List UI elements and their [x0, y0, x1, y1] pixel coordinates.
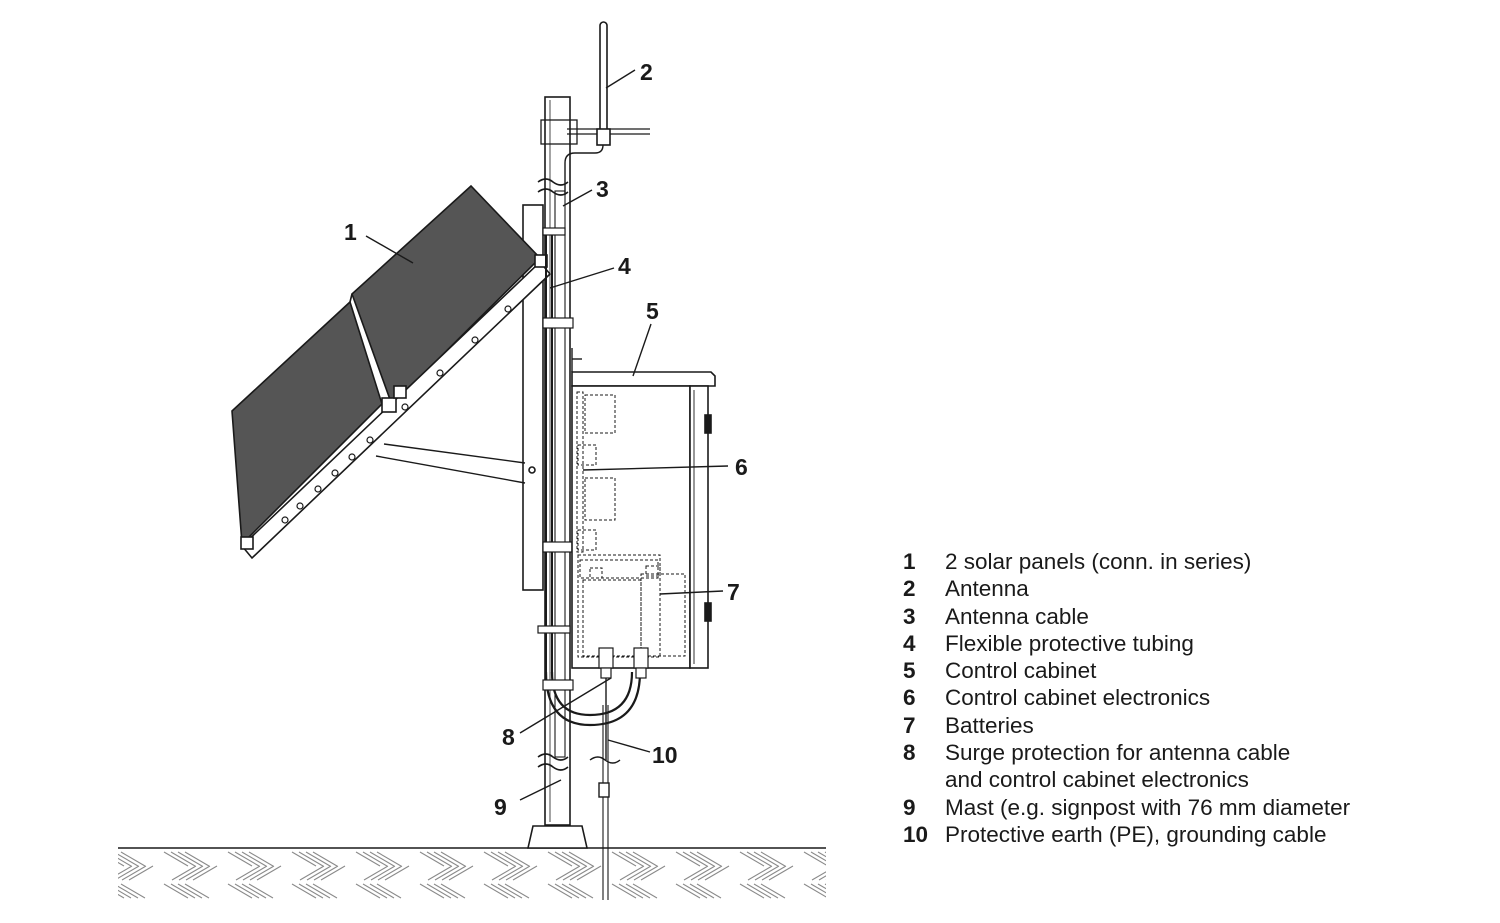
- callout-7: 7: [727, 579, 740, 605]
- antenna: [564, 21, 611, 195]
- solar-panels: [231, 184, 552, 591]
- leader-lines: [365, 69, 729, 801]
- legend-row: 5 Control cabinet: [903, 657, 1493, 684]
- control-cabinet: [571, 348, 716, 669]
- legend-text: Surge protection for antenna cable: [945, 740, 1291, 766]
- callout-8: 8: [502, 724, 515, 750]
- legend-number: 10: [903, 821, 929, 847]
- legend-number: 2: [903, 576, 916, 602]
- legend-text: Batteries: [945, 712, 1034, 738]
- callout-6: 6: [735, 454, 748, 480]
- mast: [526, 96, 650, 849]
- legend-number: 5: [903, 658, 916, 684]
- legend-text: Antenna: [945, 576, 1029, 602]
- protective-tubing: [537, 227, 642, 727]
- legend-number: 6: [903, 685, 916, 711]
- callout-9: 9: [494, 794, 507, 820]
- legend-row: 4 Flexible protective tubing: [903, 630, 1493, 657]
- legend-number: 7: [903, 712, 916, 738]
- callout-10: 10: [652, 742, 678, 768]
- legend-row: 8 Surge protection for antenna cable: [903, 739, 1493, 766]
- legend-row: 2 Antenna: [903, 575, 1493, 602]
- legend-row: 0and control cabinet electronics: [903, 766, 1493, 793]
- legend-text: Mast (e.g. signpost with 76 mm diameter: [945, 794, 1351, 820]
- grounding-cable: [589, 678, 621, 900]
- legend-text: Control cabinet electronics: [945, 685, 1211, 711]
- legend-row: 6 Control cabinet electronics: [903, 684, 1493, 711]
- legend-number: 9: [903, 794, 916, 820]
- callout-4: 4: [618, 253, 631, 279]
- ground-hatch-pattern: [118, 851, 826, 899]
- legend-text: and control cabinet electronics: [945, 767, 1249, 793]
- legend-text: Antenna cable: [945, 603, 1089, 629]
- callout-1: 1: [344, 219, 357, 245]
- legend-row: 10 Protective earth (PE), grounding cable: [903, 821, 1493, 848]
- legend-number: 3: [903, 603, 916, 629]
- legend-row: 3 Antenna cable: [903, 603, 1493, 630]
- callouts: 1 2 3 4 5 6 7 8 9 10: [344, 59, 748, 820]
- legend-number: 8: [903, 740, 916, 766]
- legend-row: 1 2 solar panels (conn. in series): [903, 548, 1493, 575]
- legend-number: 1: [903, 549, 916, 574]
- legend-text: Protective earth (PE), grounding cable: [945, 821, 1327, 847]
- legend-row: 9 Mast (e.g. signpost with 76 mm diameter: [903, 794, 1493, 821]
- cabinet-electronics: [576, 391, 661, 658]
- ground: [118, 847, 826, 899]
- callout-5: 5: [646, 298, 659, 324]
- callout-2: 2: [640, 59, 653, 85]
- legend-text: 2 solar panels (conn. in series): [945, 549, 1252, 574]
- legend-text: Flexible protective tubing: [945, 630, 1194, 656]
- callout-3: 3: [596, 176, 609, 202]
- legend-number: 4: [903, 630, 916, 656]
- legend-text: Control cabinet: [945, 658, 1097, 684]
- legend-row: 7 Batteries: [903, 712, 1493, 739]
